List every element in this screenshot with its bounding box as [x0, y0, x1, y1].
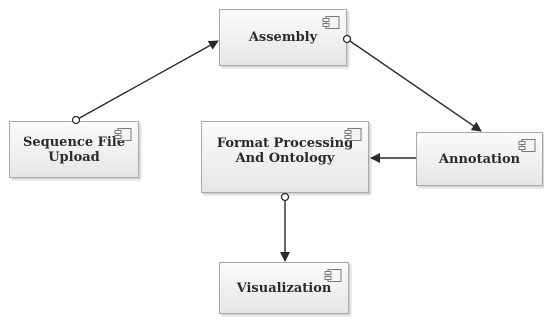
format-processing-component[interactable]: Format Processing And Ontology: [201, 121, 369, 193]
format-processing-label: Format Processing And Ontology: [216, 136, 354, 166]
assembly-component[interactable]: Assembly: [219, 9, 347, 66]
component-icon: [324, 269, 342, 282]
annotation-component[interactable]: Annotation: [416, 132, 543, 186]
edge-assembly-to-annotation: [342, 34, 482, 132]
component-icon: [518, 139, 536, 152]
provided-interface-icon: [280, 192, 290, 202]
provided-interface-icon: [71, 115, 81, 125]
edge-upload-to-assembly: [71, 40, 219, 125]
sequence-file-upload-component[interactable]: Sequence File Upload: [9, 121, 139, 178]
assembly-label: Assembly: [248, 30, 318, 45]
annotation-label: Annotation: [438, 151, 521, 167]
visualization-label: Visualization: [236, 280, 332, 296]
sequence-file-upload-label: Sequence File Upload: [22, 134, 125, 165]
component-icon: [114, 128, 132, 141]
component-icon: [344, 128, 362, 141]
visualization-component[interactable]: Visualization: [219, 262, 349, 314]
edge-format-to-visualization: [280, 192, 290, 262]
provided-interface-icon: [342, 34, 352, 44]
component-icon: [322, 16, 340, 29]
